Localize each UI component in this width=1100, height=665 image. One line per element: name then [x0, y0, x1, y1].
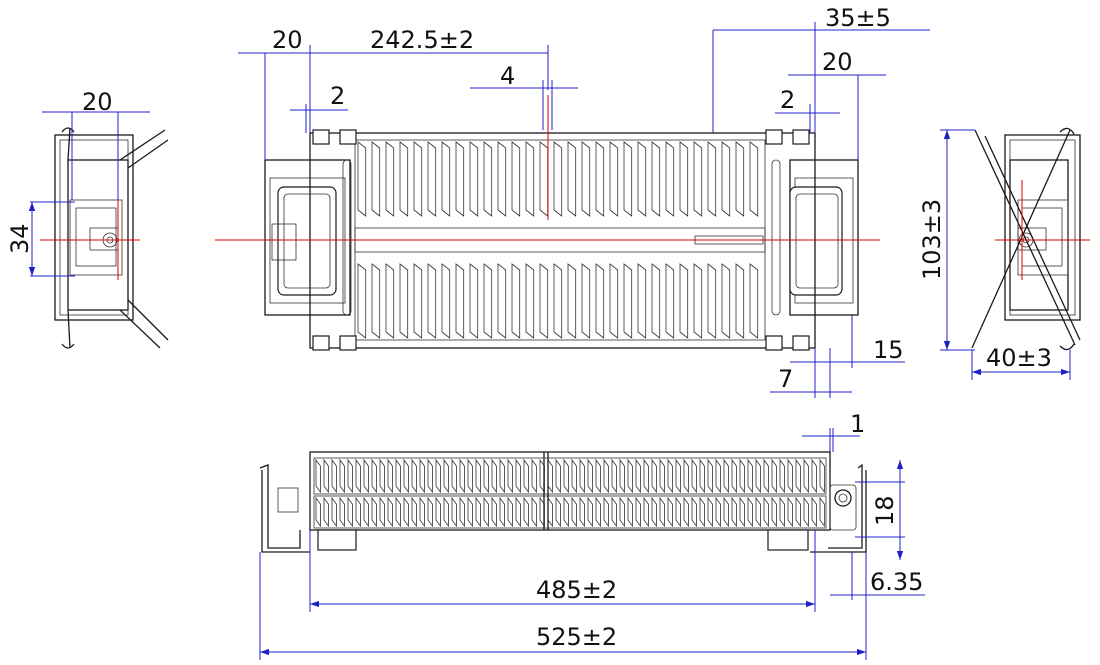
- dim-top-right-offset: 20: [822, 48, 853, 76]
- dim-left-view-height: 34: [6, 223, 34, 254]
- fins-lower: [357, 263, 759, 339]
- dim-top-bottom-right: 15: [873, 336, 904, 364]
- dim-front-small-gap: 1: [850, 410, 865, 438]
- dimension-labels: 20 34 20 242.5±2 4 2 35±5 20 2 15 7 103±…: [6, 4, 1052, 651]
- dim-front-overall-length: 525±2: [536, 623, 617, 651]
- dim-right-view-width: 40±3: [986, 344, 1052, 372]
- dim-front-height: 18: [871, 495, 899, 526]
- dim-top-half-length: 242.5±2: [370, 26, 474, 54]
- front-view: [259, 451, 867, 553]
- dimension-lines: [28, 22, 1071, 660]
- right-side-view: [971, 127, 1090, 351]
- dim-top-right-overall: 35±5: [825, 4, 891, 32]
- dim-top-right-gap: 2: [780, 86, 795, 114]
- dim-right-view-height: 103±3: [918, 199, 946, 280]
- dim-left-view-width: 20: [82, 88, 113, 116]
- dim-top-left-gap: 2: [330, 82, 345, 110]
- fins-front-lower: [315, 496, 825, 528]
- top-view: [215, 95, 880, 351]
- fins-front-upper: [315, 458, 825, 494]
- dim-top-left-offset: 20: [272, 26, 303, 54]
- left-side-view: [40, 127, 169, 349]
- dim-front-terminal: 6.35: [870, 568, 923, 596]
- dim-front-fin-length: 485±2: [536, 576, 617, 604]
- dim-top-bottom-small: 7: [778, 365, 793, 393]
- dim-top-slot-width: 4: [500, 62, 515, 90]
- fins-upper: [357, 141, 759, 217]
